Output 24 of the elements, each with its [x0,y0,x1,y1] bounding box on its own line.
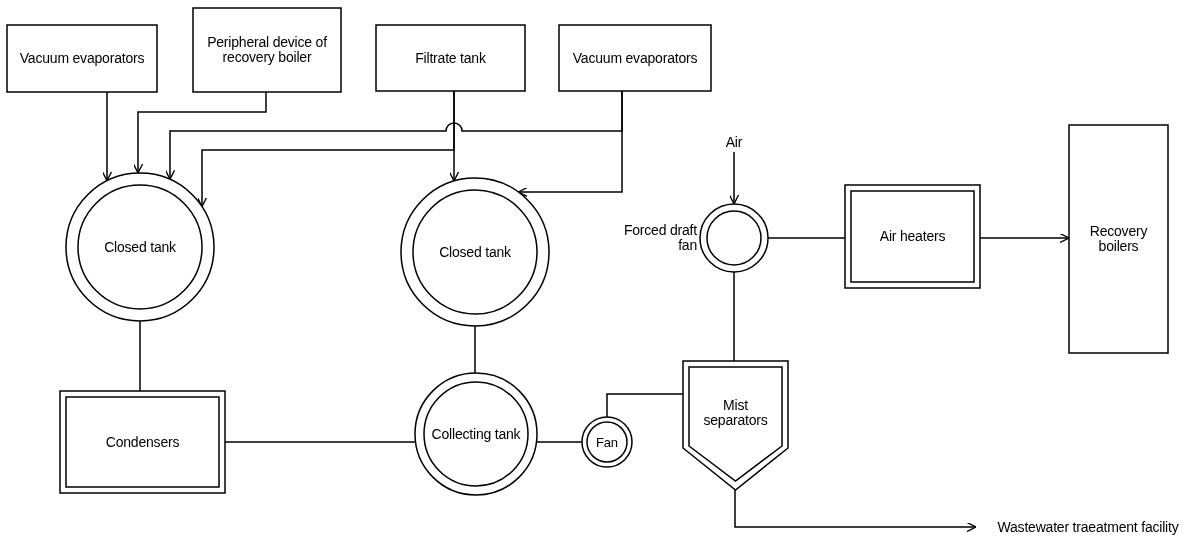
connector-line [606,393,684,418]
node-label: Fan [596,434,618,450]
connector-arrow [101,91,113,182]
connector-arrow [132,91,267,174]
node-label: Mist separators [702,397,769,428]
node-label: Recovery boilers [1088,224,1149,254]
node-label: Collecting tank [431,426,521,442]
node-label: Filtrate tank [415,50,486,66]
connector-line [139,320,141,392]
connector-arrow [728,151,740,205]
connector-line [733,271,735,362]
node-label: Closed tank [439,244,511,260]
node-label: Vacuum evaporators [19,51,145,66]
node-label: Closed tank [104,239,176,255]
flow-label: Wastewater traeatment facility [997,519,1179,535]
node-label: Peripheral device of recovery boiler [206,35,329,65]
node-label: Vacuum evaporators [572,50,698,66]
node-label: Air heaters [879,229,946,244]
connector-arrow [734,488,977,533]
connector-arrow [517,90,623,198]
flow-label: Air [725,134,743,150]
connector-line [474,325,476,374]
node-label: Forced draft fan [622,223,697,253]
node-label: Condensers [105,434,180,450]
